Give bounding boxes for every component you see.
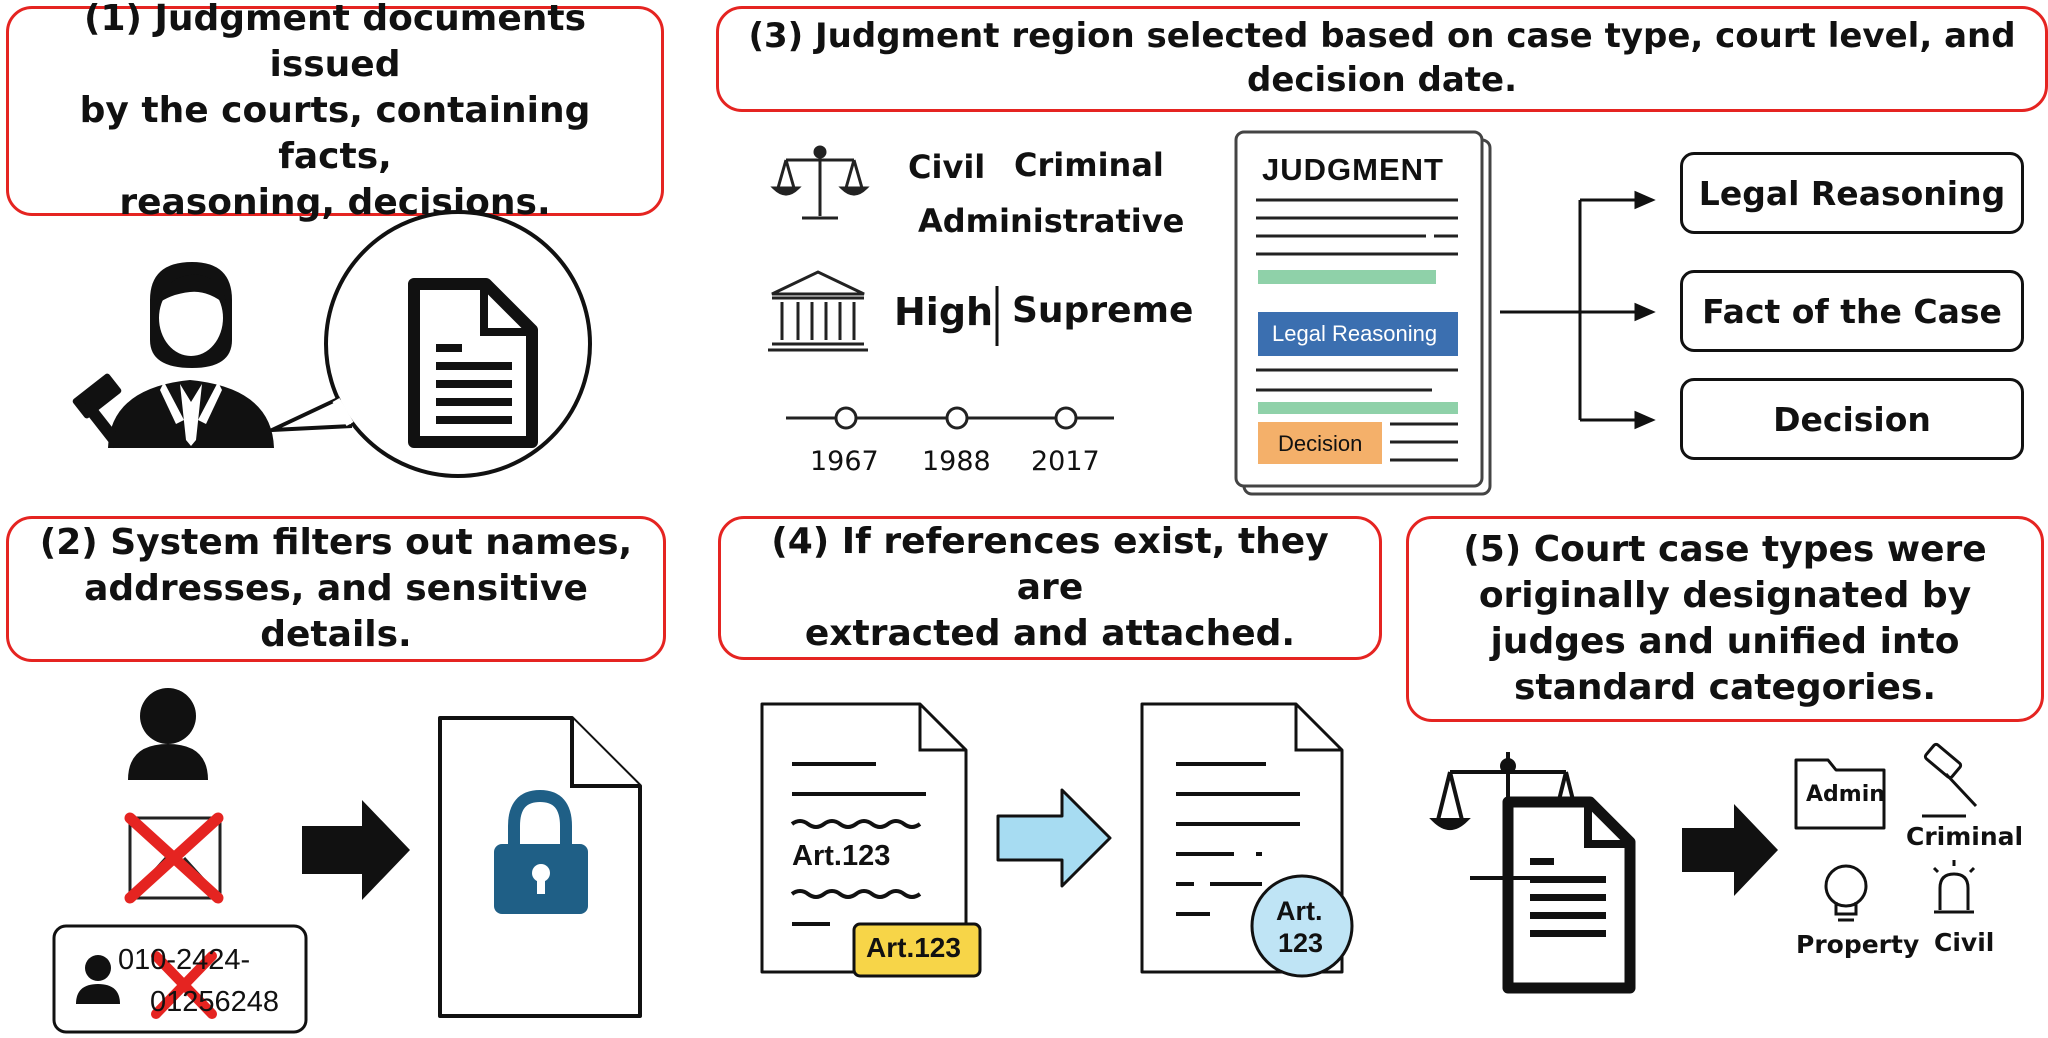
year-2017: 2017 (1031, 446, 1100, 477)
output-decision: Decision (1680, 378, 2024, 460)
step3-caption: (3) Judgment region selected based on ca… (716, 6, 2048, 112)
target-document (1140, 702, 1354, 978)
lightbulb-icon (1824, 864, 1868, 922)
step5-caption: (5) Court case types were originally des… (1406, 516, 2044, 722)
judge-icon (72, 262, 274, 449)
judgment-title: JUDGMENT (1262, 152, 1444, 187)
year-1988: 1988 (922, 446, 991, 477)
cross-icon (124, 812, 224, 904)
circle-badge-line2: 123 (1278, 928, 1324, 958)
step1-caption: (1) Judgment documents issued by the cou… (6, 0, 664, 223)
article-text: Art.123 (792, 840, 891, 872)
case-type-civil: Civil (908, 148, 986, 186)
scales-icon (770, 145, 870, 220)
category-admin: Admin (1806, 782, 1885, 807)
category-criminal: Criminal (1906, 822, 2024, 851)
source-document (760, 702, 982, 978)
category-civil: Civil (1934, 928, 1995, 957)
year-1967: 1967 (810, 446, 879, 477)
siren-icon (1932, 860, 1976, 914)
circle-badge-line1: Art. (1276, 896, 1323, 926)
document-icon (408, 278, 538, 448)
person-icon (128, 688, 208, 780)
light-arrow-icon (996, 788, 1112, 888)
lock-icon (494, 789, 588, 914)
case-type-criminal: Criminal (1014, 146, 1164, 184)
court-level-supreme: Supreme (1012, 290, 1194, 331)
step4-caption: (4) If references exist, they are extrac… (718, 516, 1382, 660)
right-arrow-icon (302, 800, 410, 900)
doc-legal-reasoning-label: Legal Reasoning (1272, 321, 1438, 346)
judgment-document (1234, 130, 1492, 496)
output-legal-reasoning: Legal Reasoning (1680, 152, 2024, 234)
branch-arrows (1500, 190, 1656, 430)
cross-icon (151, 951, 217, 1019)
step2-caption: (2) System filters out names, addresses,… (6, 516, 666, 662)
category-property: Property (1796, 930, 1920, 959)
courthouse-icon (768, 270, 868, 352)
folder-icon (1794, 758, 1886, 830)
phone-line-1: 010-2424- (118, 944, 251, 976)
court-level-high: High (894, 290, 994, 334)
doc-decision-label: Decision (1278, 431, 1363, 456)
right-arrow-icon (1682, 804, 1778, 896)
article-badge: Art.123 (866, 932, 961, 963)
timeline (786, 406, 1114, 430)
gavel-icon (1922, 742, 1978, 818)
case-type-administrative: Administrative (918, 202, 1185, 240)
phone-line-2: 01256248 (150, 986, 280, 1018)
output-fact-of-the-case: Fact of the Case (1680, 270, 2024, 352)
document-icon (1470, 796, 1636, 994)
